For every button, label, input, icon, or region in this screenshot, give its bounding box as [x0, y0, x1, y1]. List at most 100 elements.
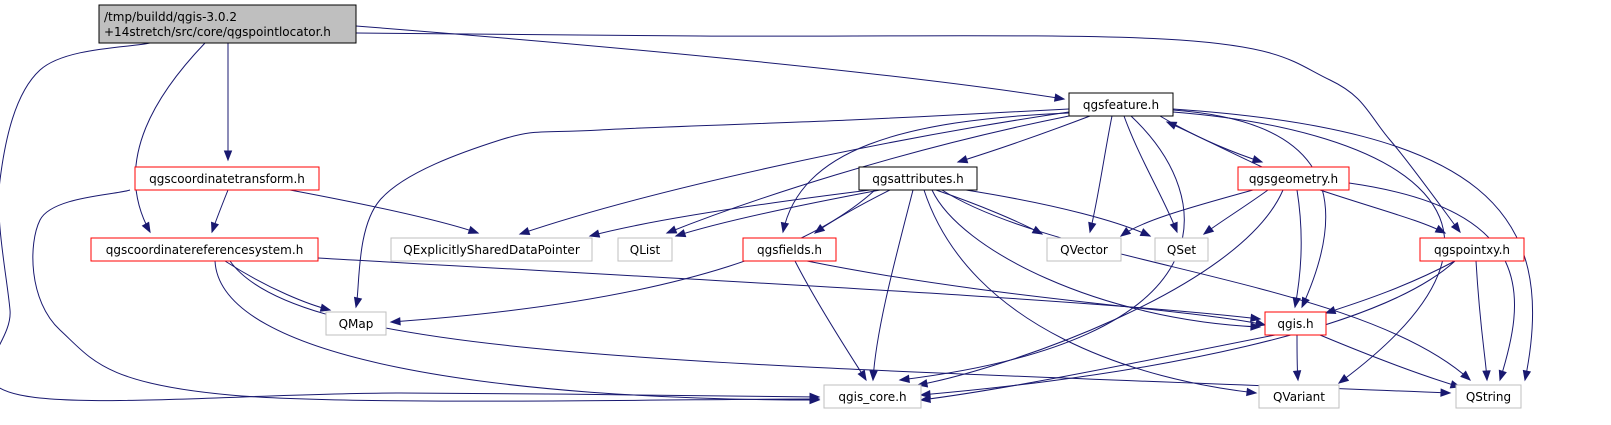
edge-line [224, 260, 331, 311]
edge-line [519, 111, 1070, 235]
node-box [134, 166, 320, 191]
arrowhead [389, 317, 401, 326]
arrowhead [588, 229, 601, 238]
edge-line [317, 257, 1261, 320]
edge-line [1172, 108, 1534, 381]
arrowhead [1440, 388, 1452, 397]
node-qgscoordinatereferencesystem[interactable]: qgscoordinatereferencesystem.h [90, 237, 319, 262]
edge-line [355, 108, 1070, 308]
edge-qgscoordinatereferencesystem-to-qstring [229, 260, 1452, 397]
edge-line [214, 260, 820, 401]
edge-line [1319, 189, 1446, 234]
edge-line [872, 189, 914, 381]
arrowhead [1292, 296, 1301, 309]
arrowhead [1169, 221, 1178, 234]
edge-line [355, 25, 1065, 100]
edge-line [1203, 189, 1269, 235]
arrowhead [956, 155, 969, 164]
arrowhead [518, 226, 531, 235]
node-box [1154, 237, 1209, 262]
edge-qgsfeature-to-qlist [665, 115, 1070, 234]
edge-line [920, 334, 1276, 401]
arrowhead [780, 221, 790, 234]
arrowhead [665, 225, 678, 234]
node-box [1419, 237, 1525, 262]
edge-qgscoordinatetransform-to-qexplicitly [289, 189, 480, 234]
edge-qgscoordinatereferencesystem-to-qgis [317, 257, 1262, 323]
node-qgspointxy[interactable]: qgspointxy.h [1419, 237, 1525, 262]
edge-line [1089, 115, 1113, 233]
edge-qgsfeature-to-qset [1123, 115, 1178, 234]
node-label: qgsgeometry.h [1249, 172, 1338, 186]
arrowhead [1251, 155, 1264, 164]
edge-line [814, 189, 891, 234]
node-qgsgeometry[interactable]: qgsgeometry.h [1237, 166, 1350, 191]
node-label: qgis.h [1277, 317, 1313, 331]
node-box [90, 237, 319, 262]
arrowhead [1246, 387, 1258, 397]
node-label: QString [1466, 390, 1511, 404]
edge-line [1319, 334, 1461, 388]
node-qgsfields[interactable]: qgsfields.h [742, 237, 837, 262]
node-qvariant: QVariant [1258, 384, 1340, 409]
edge-qgis-to-qgiscore [919, 334, 1276, 404]
edge-line [229, 260, 1451, 394]
node-box [325, 311, 387, 336]
arrowhead [1522, 369, 1532, 382]
node-box [1237, 166, 1350, 191]
nodes-layer: /tmp/buildd/qgis-3.0.2+14stretch/src/cor… [90, 4, 1525, 409]
edge-qgsattributes-to-qset [965, 189, 1152, 237]
node-label: QExplicitlySharedDataPointer [403, 243, 580, 257]
node-label: qgspointxy.h [1434, 243, 1510, 257]
edge-qgsfeature-to-qexplicitly [518, 111, 1070, 235]
arrowhead [210, 221, 220, 234]
edge-qgspointxy-to-qgis [1324, 260, 1456, 315]
edge-qgsfeature-to-qgsattributes [956, 115, 1091, 164]
edge-line [1294, 189, 1302, 308]
node-label: QSet [1167, 243, 1196, 257]
node-box [1046, 237, 1122, 262]
arrowhead [1254, 318, 1267, 327]
edge-qgsfeature-to-qgsfields [780, 112, 1070, 234]
node-box [742, 237, 837, 262]
arrowhead [1053, 93, 1066, 102]
edge-line [957, 115, 1091, 163]
arrowhead [1088, 221, 1097, 234]
edge-root-to-qgsfeature [355, 25, 1066, 102]
edge-qgis-to-qvariant [1292, 334, 1302, 382]
edge-qgsfeature-to-qmap [353, 108, 1070, 309]
node-qvector: QVector [1046, 237, 1122, 262]
node-qlist: QList [617, 237, 673, 262]
node-qgis[interactable]: qgis.h [1264, 311, 1327, 336]
node-root[interactable]: /tmp/buildd/qgis-3.0.2+14stretch/src/cor… [98, 4, 357, 44]
arrowhead [319, 303, 332, 312]
arrowhead [1460, 370, 1472, 381]
edge-qgsattributes-to-qgiscore [869, 189, 914, 382]
node-qgsattributes[interactable]: qgsattributes.h [858, 166, 978, 191]
arrowhead [869, 370, 878, 382]
arrowhead [1165, 121, 1178, 130]
edge-line [794, 260, 867, 381]
edge-line [1166, 121, 1263, 168]
edge-line [289, 189, 479, 234]
edge-qgsattributes-to-qlist [674, 189, 881, 238]
node-label: qgis_core.h [838, 390, 906, 404]
edge-qgsfeature-to-qvariant [1172, 111, 1446, 384]
edge-qgsfields-to-qgiscore [794, 260, 867, 382]
edge-line [806, 260, 1266, 326]
node-qgscoordinatetransform[interactable]: qgscoordinatetransform.h [134, 166, 320, 191]
node-box [98, 4, 357, 44]
edge-qgscoordinatetransform-to-qgiscore [32, 189, 821, 404]
node-qgsfeature[interactable]: qgsfeature.h [1068, 92, 1174, 117]
node-box [1068, 92, 1174, 117]
arrowhead [1119, 226, 1132, 237]
edge-qgscoordinatereferencesystem-to-qmap [224, 260, 332, 312]
arrowhead [1324, 305, 1337, 315]
arrowhead [1482, 370, 1491, 382]
edge-line [355, 32, 1461, 233]
node-label: QVector [1060, 243, 1108, 257]
node-box [823, 384, 922, 409]
edge-qgspointxy-to-qstring [1475, 260, 1491, 382]
arrowhead [674, 229, 687, 238]
